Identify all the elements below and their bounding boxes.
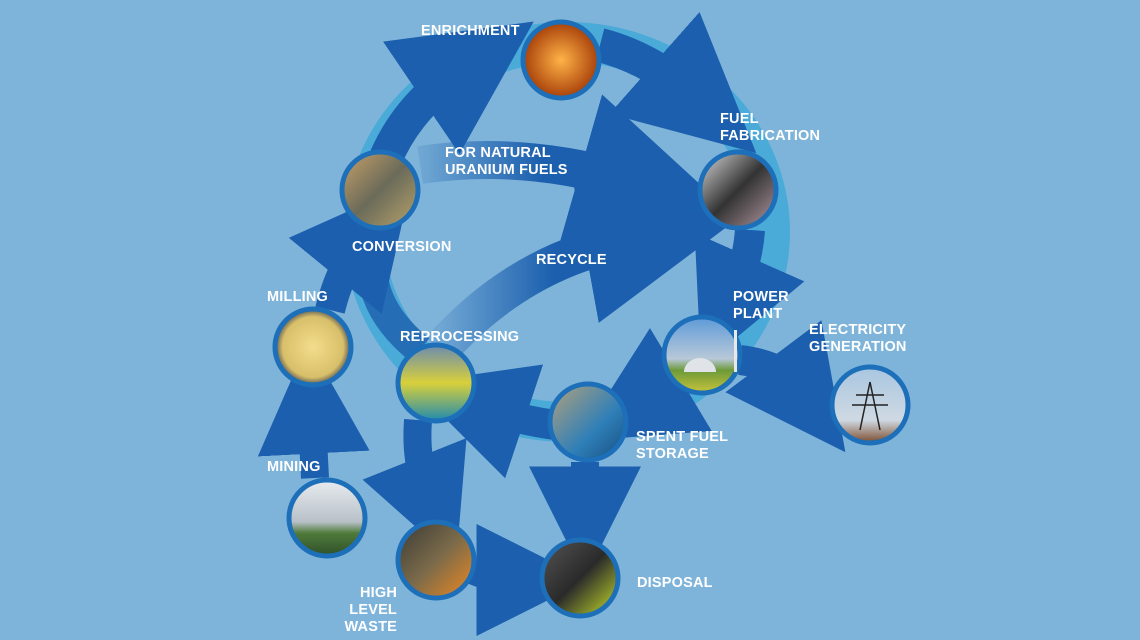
- fuel-fabrication-photo: [697, 149, 779, 231]
- power-plant-photo: [661, 314, 743, 396]
- label-fuel-fabrication: FUEL FABRICATION: [720, 111, 821, 144]
- arrow-conversion-to-enrichment: [369, 21, 534, 167]
- label-spent-fuel-storage: SPENT FUEL STORAGE: [636, 429, 729, 462]
- pylon-icon: [852, 381, 888, 431]
- arrow-mining-to-milling: [257, 341, 370, 479]
- label-mining: MINING: [267, 459, 321, 475]
- label-high-level-waste: HIGH LEVEL WASTE: [344, 585, 397, 635]
- label-natural-uranium: FOR NATURAL URANIUM FUELS: [445, 145, 568, 178]
- label-disposal: DISPOSAL: [637, 575, 713, 591]
- label-power-plant: POWER PLANT: [733, 289, 789, 322]
- arrow-enrichment-to-fabrication: [595, 12, 757, 154]
- arrow-power-to-electricity: [725, 320, 846, 453]
- high-level-waste-photo: [395, 519, 477, 601]
- reactor-dome-icon: [684, 330, 737, 372]
- arrow-milling-to-conversion: [288, 182, 412, 314]
- conversion-photo: [339, 149, 421, 231]
- arrow-recycle: [425, 173, 735, 363]
- arrow-reprocessing-to-waste: [362, 418, 467, 563]
- arrow-spent-to-reprocessing: [410, 364, 558, 479]
- reprocessing-photo: [395, 342, 477, 424]
- arrow-fabrication-to-power: [694, 228, 805, 367]
- label-recycle: RECYCLE: [536, 252, 607, 268]
- arrow-natural-uranium: [417, 94, 728, 241]
- milling-photo: [272, 306, 354, 388]
- arrow-waste-to-disposal: [466, 523, 589, 636]
- enrichment-photo: [520, 19, 602, 101]
- label-enrichment: ENRICHMENT: [421, 23, 520, 39]
- spent-fuel-photo: [547, 381, 629, 463]
- label-electricity-generation: ELECTRICITY GENERATION: [809, 322, 907, 355]
- mining-photo: [286, 477, 368, 559]
- label-reprocessing: REPROCESSING: [400, 329, 520, 345]
- label-milling: MILLING: [267, 289, 329, 305]
- label-conversion: CONVERSION: [352, 239, 452, 255]
- disposal-photo: [539, 537, 621, 619]
